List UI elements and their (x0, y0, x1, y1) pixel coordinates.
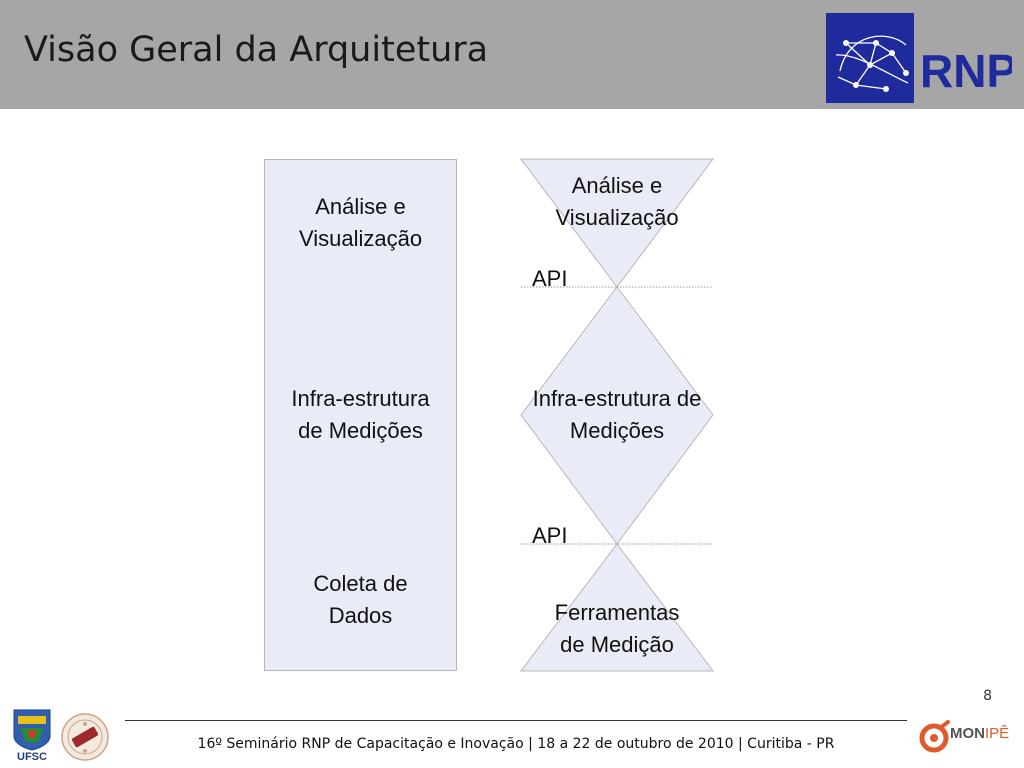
monipe-logo: MONIPÊ (919, 720, 1009, 753)
svg-text:MONIPÊ: MONIPÊ (950, 725, 1009, 742)
slide-title: Visão Geral da Arquitetura (24, 30, 489, 70)
footer-divider (125, 720, 907, 721)
universidade-salvador-seal (61, 713, 109, 761)
left-label-infrastructure: Infra-estrutura de Medições (291, 386, 430, 443)
right-label-analysis: Análise e Visualização (555, 173, 679, 230)
ufsc-logo-text: UFSC (17, 751, 47, 762)
right-label-measurement-tools: Ferramentas de Medição (554, 600, 680, 657)
right-label-infrastructure: Infra-estrutura de Medições (532, 386, 702, 443)
rnp-logo-text: RNP (920, 45, 1012, 97)
layer-stack-box (264, 159, 457, 671)
api-label-lower: API (532, 523, 568, 548)
ufsc-logo: UFSC (13, 709, 51, 762)
top-triangle (520, 158, 714, 288)
left-label-data-collection: Coleta de Dados (313, 571, 408, 628)
footer-event-info: 16º Seminário RNP de Capacitação e Inova… (197, 736, 835, 752)
rnp-logo: RNP (826, 13, 1012, 103)
page-number: 8 (983, 688, 992, 704)
monipe-logo-suffix: IPÊ (985, 725, 1009, 742)
left-label-analysis: Análise e Visualização (298, 194, 423, 251)
monipe-logo-prefix: MON (950, 725, 985, 742)
bottom-triangle (519, 543, 715, 672)
api-label-upper: API (532, 266, 568, 291)
